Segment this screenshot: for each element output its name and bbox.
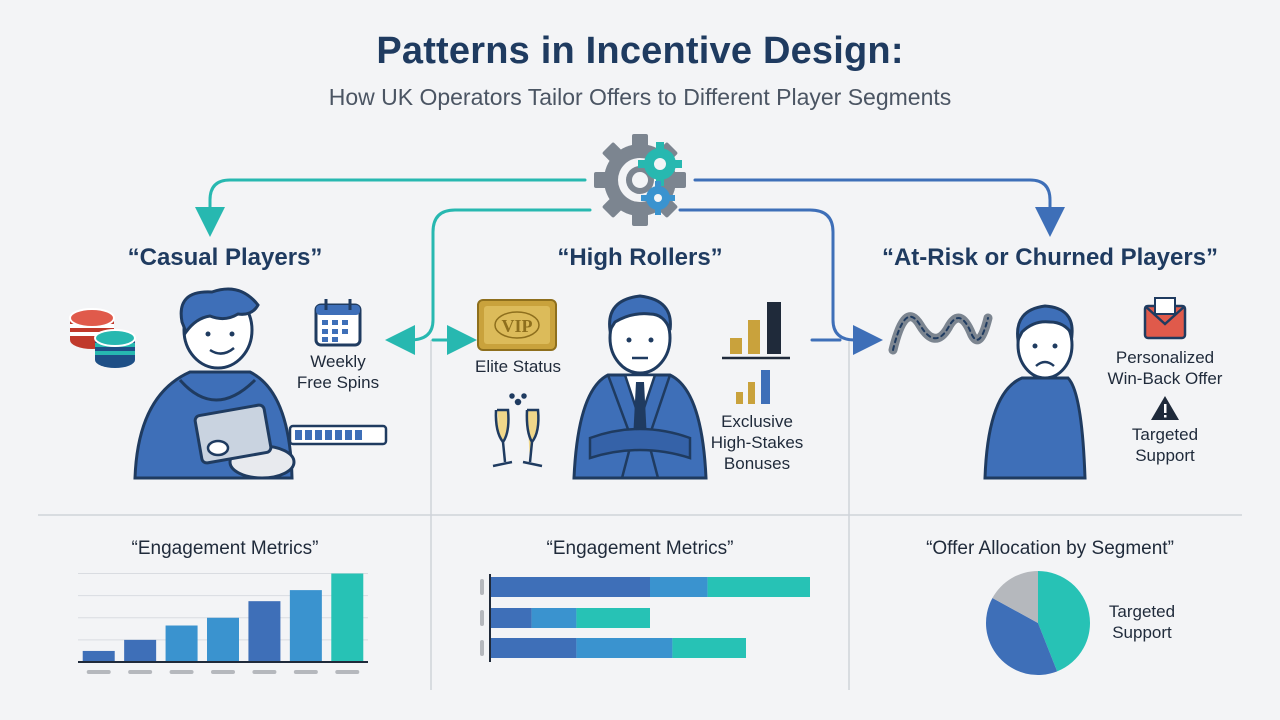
x-tick-mark xyxy=(335,670,360,674)
envelope-icon xyxy=(1143,297,1187,340)
right-metrics-title: “Offer Allocation by Segment” xyxy=(926,538,1174,559)
exclusive-line2: High-Stakes xyxy=(710,433,804,452)
stacked-bar-segment xyxy=(490,577,650,597)
elite-status-label: Elite Status xyxy=(475,357,561,376)
pie-slices xyxy=(986,571,1090,675)
x-tick-mark xyxy=(211,670,235,674)
x-tick-mark xyxy=(293,670,318,674)
y-tick-mark xyxy=(480,610,484,626)
gears-icon xyxy=(594,134,686,226)
vip-badge-icon xyxy=(477,299,557,351)
stacked-bar-segment xyxy=(650,577,708,597)
x-tick-mark xyxy=(86,670,111,674)
offer-line2: Win-Back Offer xyxy=(1107,369,1223,388)
stacked-bars xyxy=(489,574,810,662)
champagne-glasses-icon xyxy=(492,393,543,468)
support-line1: Targeted xyxy=(1131,425,1199,444)
targeted-support-label: Targeted Support xyxy=(1100,424,1230,466)
chart-bar xyxy=(207,617,239,662)
support-line2: Support xyxy=(1135,446,1195,465)
exclusive-bonuses-label: Exclusive High-Stakes Bonuses xyxy=(695,411,819,474)
pie-slice xyxy=(986,597,1058,675)
chart-bar xyxy=(331,573,364,662)
connector-arrows xyxy=(195,178,1065,355)
middle-stacked-bar-chart xyxy=(480,574,810,662)
x-tick-mark xyxy=(252,670,277,674)
arrow-to-atrisk-top xyxy=(693,178,1065,237)
stacked-bar-segment xyxy=(531,608,577,628)
pie-label-line1: Targeted xyxy=(1108,602,1176,621)
stacked-bar-segment xyxy=(490,638,577,658)
stacked-bar-segment xyxy=(672,638,746,658)
left-bar-chart xyxy=(78,573,368,674)
progress-bar xyxy=(288,424,388,446)
chart-bar xyxy=(165,625,198,662)
section-dividers xyxy=(38,340,1242,690)
weekly-free-spins-label: Weekly Free Spins xyxy=(280,351,396,393)
stacked-bar-segment xyxy=(576,638,673,658)
x-tick-marks xyxy=(86,670,360,674)
stacked-bar-segment xyxy=(707,577,810,597)
rope-wave-icon xyxy=(888,312,993,355)
poker-chips-icon xyxy=(69,308,136,368)
stacked-bar-segment xyxy=(490,608,532,628)
arrow-to-high-rollers xyxy=(385,208,592,355)
calendar-icon xyxy=(314,299,362,347)
pie-chart xyxy=(986,571,1090,675)
rising-bars-icon xyxy=(722,302,790,360)
vip-badge-text: VIP xyxy=(502,316,533,336)
left-metrics-title: “Engagement Metrics” xyxy=(131,538,319,559)
x-tick-mark xyxy=(169,670,194,674)
chart-bars xyxy=(82,573,364,662)
casual-players-title: “Casual Players” xyxy=(127,244,323,271)
casual-player-figure xyxy=(133,287,296,480)
exclusive-line1: Exclusive xyxy=(721,412,793,431)
high-roller-figure xyxy=(572,294,708,480)
y-tick-marks xyxy=(480,579,484,656)
warning-icon xyxy=(1151,396,1179,420)
win-back-offer-label: Personalized Win-Back Offer xyxy=(1090,347,1240,389)
offer-line1: Personalized xyxy=(1115,348,1215,367)
chart-bar xyxy=(289,590,322,662)
chart-bar xyxy=(124,639,157,662)
page-subtitle: How UK Operators Tailor Offers to Differ… xyxy=(328,84,952,110)
page-title: Patterns in Incentive Design: xyxy=(376,30,904,72)
atrisk-player-figure xyxy=(983,304,1087,480)
arrow-to-atrisk-mid xyxy=(678,208,883,355)
exclusive-line3: Bonuses xyxy=(723,454,791,473)
x-tick-mark xyxy=(128,670,153,674)
pie-label-line2: Support xyxy=(1112,623,1172,642)
pie-annotation-label: Targeted Support xyxy=(1090,601,1194,643)
small-bars-icon xyxy=(736,370,770,404)
middle-metrics-title: “Engagement Metrics” xyxy=(546,538,734,559)
y-tick-mark xyxy=(480,579,484,595)
atrisk-players-title: “At-Risk or Churned Players” xyxy=(881,244,1219,271)
chart-bar xyxy=(248,601,281,662)
arrow-to-casual xyxy=(195,178,587,237)
y-tick-mark xyxy=(480,640,484,656)
stacked-bar-segment xyxy=(576,608,650,628)
weekly-label-line1: Weekly xyxy=(310,352,366,371)
chart-bar xyxy=(82,650,115,662)
weekly-label-line2: Free Spins xyxy=(296,373,380,392)
high-rollers-title: “High Rollers” xyxy=(557,244,723,271)
pie-slice xyxy=(1038,571,1090,672)
pie-slice xyxy=(992,571,1038,623)
